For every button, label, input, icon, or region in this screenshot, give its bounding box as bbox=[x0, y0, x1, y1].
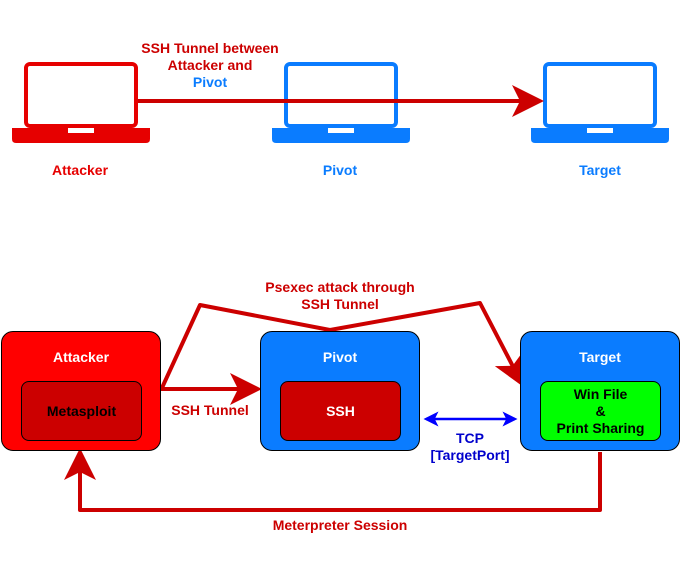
psexec-label-line2: SSH Tunnel bbox=[301, 296, 379, 312]
tunnel-label-line2: Attacker and bbox=[167, 57, 253, 73]
meterpreter-label: Meterpreter Session bbox=[272, 517, 408, 533]
target-inner-line3: Print Sharing bbox=[556, 419, 645, 436]
pivot-node-title: Pivot bbox=[322, 349, 358, 365]
ssh-box: SSH bbox=[280, 381, 401, 441]
psexec-label-line1: Psexec attack through bbox=[265, 279, 415, 295]
psexec-label: Psexec attack through SSH Tunnel bbox=[240, 279, 440, 313]
win-file-print-sharing-box: Win File & Print Sharing bbox=[540, 381, 661, 441]
tcp-label-line1: TCP bbox=[456, 430, 484, 446]
pivot-device-label: Pivot bbox=[322, 162, 358, 178]
psexec-arrow bbox=[159, 301, 524, 391]
target-inner-line2: & bbox=[595, 402, 606, 419]
tunnel-label-line3: Pivot bbox=[192, 74, 228, 90]
target-laptop-icon bbox=[531, 62, 669, 143]
target-node: Target Win File & Print Sharing bbox=[520, 331, 680, 451]
attacker-node: Attacker Metasploit bbox=[1, 331, 161, 451]
attacker-device-label: Attacker bbox=[51, 162, 109, 178]
target-inner-line1: Win File bbox=[573, 385, 628, 402]
attacker-laptop-icon bbox=[12, 62, 150, 143]
meterpreter-arrow bbox=[64, 448, 602, 512]
top-tunnel-label: SSH Tunnel between Attacker and Pivot bbox=[120, 40, 300, 91]
tunnel-label-line1: SSH Tunnel between bbox=[141, 40, 279, 56]
tcp-label: TCP [TargetPort] bbox=[415, 430, 525, 464]
attacker-node-title: Attacker bbox=[52, 349, 110, 365]
tcp-label-line2: [TargetPort] bbox=[430, 447, 510, 463]
pivot-node: Pivot SSH bbox=[260, 331, 420, 451]
metasploit-box: Metasploit bbox=[21, 381, 142, 441]
target-device-label: Target bbox=[579, 162, 621, 178]
ssh-tunnel-label: SSH Tunnel bbox=[171, 402, 249, 418]
pivot-laptop-icon bbox=[272, 62, 410, 143]
target-node-title: Target bbox=[579, 349, 621, 365]
